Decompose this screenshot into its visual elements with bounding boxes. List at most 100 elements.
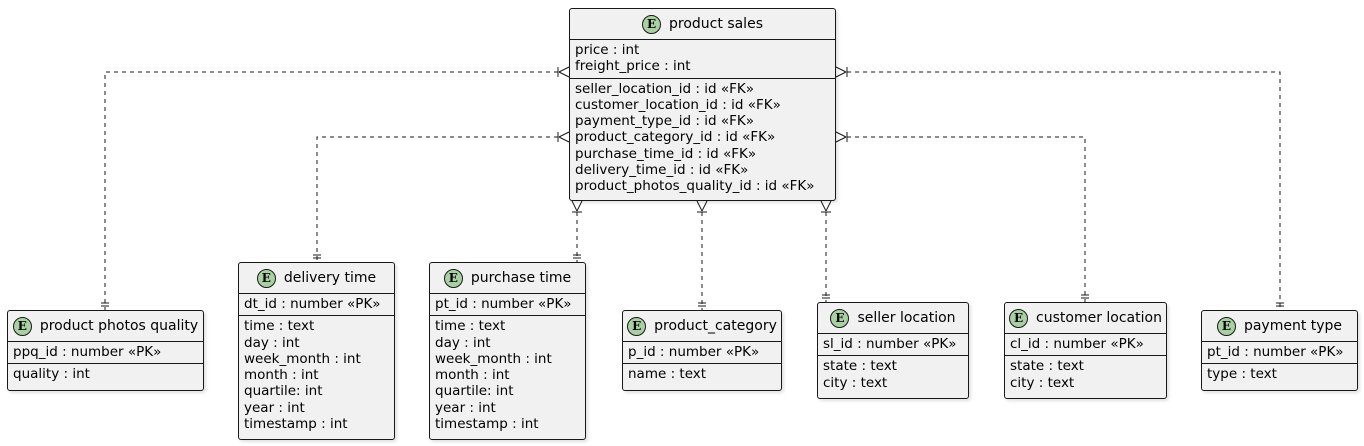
one-or-many-marker xyxy=(835,71,847,78)
one-or-many-marker xyxy=(571,200,578,212)
entity-badge-icon: E xyxy=(1009,308,1029,328)
connector-payment-type xyxy=(847,71,1281,310)
attribute-section: price : int freight_price : int xyxy=(570,40,835,78)
foreign-key-row: payment_type_id : id «FK» xyxy=(575,113,754,130)
attribute-section: time : text day : int week_month : int m… xyxy=(239,315,394,435)
attribute-row: month : int xyxy=(435,367,510,384)
attribute-row: quality : int xyxy=(13,366,90,383)
one-or-many-marker xyxy=(701,200,708,212)
entity-badge-icon: E xyxy=(443,268,463,288)
attribute-row: week_month : int xyxy=(244,350,361,367)
primary-key-row: dt_id : number «PK» xyxy=(244,296,381,312)
entity-title: product photos quality xyxy=(39,317,199,334)
one-or-many-marker xyxy=(558,66,570,73)
attribute-row: month : int xyxy=(244,367,319,384)
attribute-section: state : text city : text xyxy=(1005,355,1166,394)
foreign-key-row: product_photos_quality_id : id «FK» xyxy=(575,178,815,195)
entity-badge-icon: E xyxy=(627,316,647,336)
attribute-row: timestamp : int xyxy=(435,416,539,433)
entity-title: product sales xyxy=(669,15,763,32)
one-or-many-marker xyxy=(835,66,847,73)
connector-delivery-time xyxy=(316,136,558,262)
foreign-key-row: product_category_id : id «FK» xyxy=(575,129,776,146)
entity-header: E delivery time xyxy=(239,263,394,294)
entity-title: delivery time xyxy=(283,269,377,286)
primary-key-section: ppq_id : number «PK» xyxy=(8,342,203,363)
entity-title: seller location xyxy=(857,309,956,326)
entity-header: E product photos quality xyxy=(8,311,203,342)
primary-key-section: sl_id : number «PK» xyxy=(818,334,968,355)
primary-key-section: cl_id : number «PK» xyxy=(1005,334,1166,355)
primary-key-section: p_id : number «PK» xyxy=(623,342,781,363)
connector-customer-location xyxy=(847,136,1086,302)
attribute-row: quartile: int xyxy=(244,383,323,400)
attribute-row: state : text xyxy=(1010,358,1084,375)
attribute-row: timestamp : int xyxy=(244,416,348,433)
entity-header: E product sales xyxy=(570,9,835,40)
entity-customer-location[interactable]: E customer location cl_id : number «PK» … xyxy=(1004,302,1167,399)
connector-product-photos-quality xyxy=(104,71,558,310)
entity-header: E customer location xyxy=(1005,303,1166,334)
one-or-many-marker xyxy=(558,131,570,138)
foreign-key-row: seller_location_id : id «FK» xyxy=(575,80,754,97)
primary-key-row: ppq_id : number «PK» xyxy=(13,344,162,360)
entity-badge-icon: E xyxy=(1216,316,1236,336)
entity-product-photos-quality[interactable]: E product photos quality ppq_id : number… xyxy=(7,310,204,391)
entity-badge-icon: E xyxy=(12,316,32,336)
one-or-many-marker xyxy=(820,200,827,212)
foreign-key-section: seller_location_id : id «FK» customer_lo… xyxy=(570,77,835,198)
attribute-row: day : int xyxy=(435,334,491,351)
one-or-many-marker xyxy=(576,200,583,212)
attribute-row: time : text xyxy=(435,318,506,335)
entity-seller-location[interactable]: E seller location sl_id : number «PK» st… xyxy=(817,302,969,399)
attribute-row: city : text xyxy=(823,374,888,391)
attribute-row: name : text xyxy=(628,366,707,383)
attribute-section: state : text city : text xyxy=(818,355,968,394)
primary-key-section: pt_id : number «PK» xyxy=(1202,342,1357,363)
attribute-row: freight_price : int xyxy=(575,58,691,75)
entity-product-sales[interactable]: E product sales price : int freight_pric… xyxy=(569,8,836,201)
foreign-key-row: customer_location_id : id «FK» xyxy=(575,96,781,113)
one-or-many-marker xyxy=(558,71,570,78)
foreign-key-row: purchase_time_id : id «FK» xyxy=(575,145,757,162)
entity-header: E product_category xyxy=(623,311,781,342)
primary-key-row: pt_id : number «PK» xyxy=(1207,344,1344,360)
attribute-section: time : text day : int week_month : int m… xyxy=(430,315,585,435)
entity-payment-type[interactable]: E payment type pt_id : number «PK» type … xyxy=(1201,310,1358,391)
attribute-row: state : text xyxy=(823,358,897,375)
entity-purchase-time[interactable]: E purchase time pt_id : number «PK» time… xyxy=(429,262,586,440)
one-or-many-marker xyxy=(835,131,847,138)
attribute-row: price : int xyxy=(575,42,640,58)
attribute-row: year : int xyxy=(435,399,496,416)
primary-key-row: p_id : number «PK» xyxy=(628,344,760,360)
foreign-key-row: delivery_time_id : id «FK» xyxy=(575,162,749,179)
attribute-section: quality : int xyxy=(8,363,203,385)
primary-key-section: dt_id : number «PK» xyxy=(239,294,394,315)
entity-title: product_category xyxy=(654,317,777,334)
entity-delivery-time[interactable]: E delivery time dt_id : number «PK» time… xyxy=(238,262,395,440)
attribute-section: name : text xyxy=(623,363,781,385)
attribute-row: city : text xyxy=(1010,374,1075,391)
one-or-many-marker xyxy=(825,200,832,212)
attribute-row: day : int xyxy=(244,334,300,351)
primary-key-row: pt_id : number «PK» xyxy=(435,296,572,312)
entity-badge-icon: E xyxy=(256,268,276,288)
attribute-section: type : text xyxy=(1202,363,1357,385)
one-or-many-marker xyxy=(558,136,570,143)
attribute-row: quartile: int xyxy=(435,383,514,400)
entity-title: payment type xyxy=(1243,317,1343,334)
entity-title: purchase time xyxy=(470,269,572,286)
attribute-row: time : text xyxy=(244,318,315,335)
entity-badge-icon: E xyxy=(642,14,662,34)
primary-key-section: pt_id : number «PK» xyxy=(430,294,585,315)
attribute-row: type : text xyxy=(1207,366,1277,383)
entity-header: E payment type xyxy=(1202,311,1357,342)
primary-key-row: sl_id : number «PK» xyxy=(823,336,957,352)
attribute-row: year : int xyxy=(244,399,305,416)
attribute-row: week_month : int xyxy=(435,350,552,367)
one-or-many-marker xyxy=(835,136,847,143)
entity-title: customer location xyxy=(1036,309,1162,326)
primary-key-row: cl_id : number «PK» xyxy=(1010,336,1144,352)
entity-product-category[interactable]: E product_category p_id : number «PK» na… xyxy=(622,310,782,391)
